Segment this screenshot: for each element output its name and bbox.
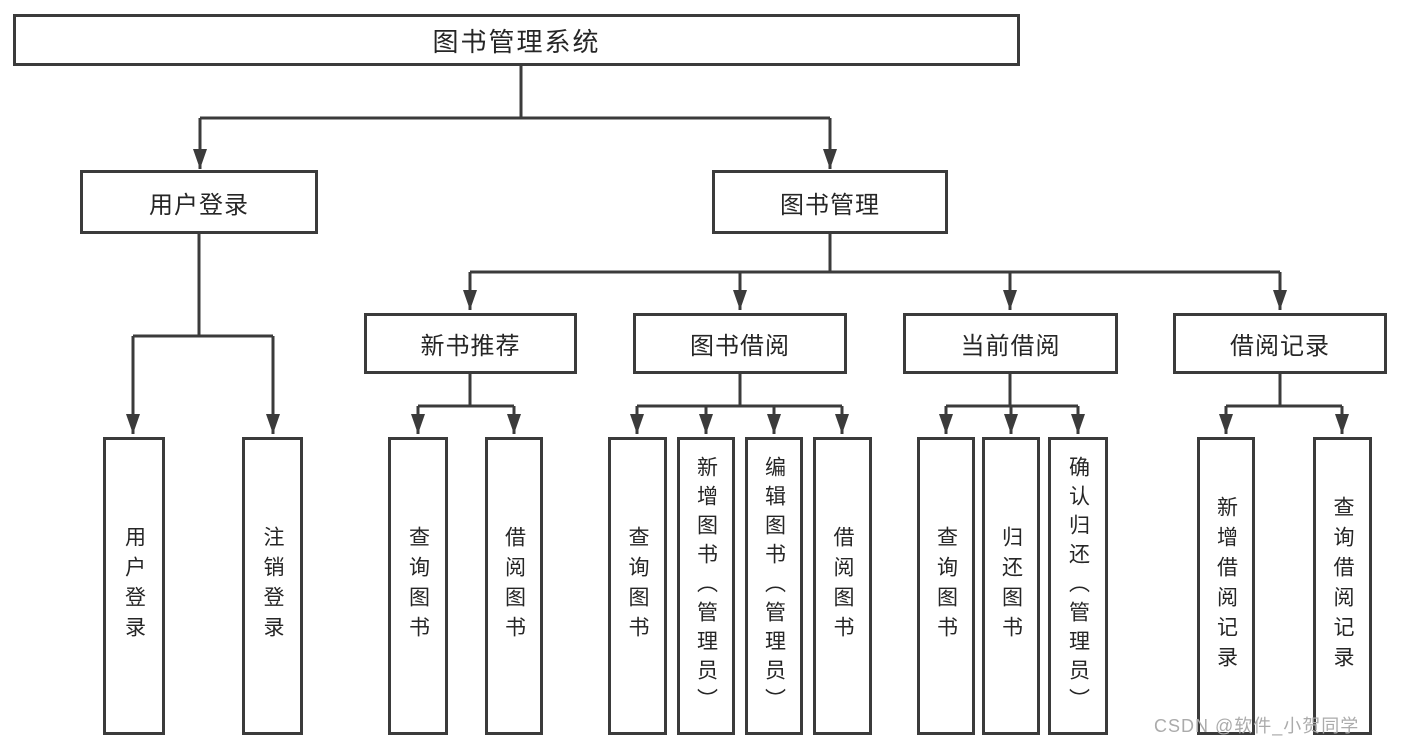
node-borrowing-records: 借阅记录 [1173,313,1387,374]
node-book-management-system: 图书管理系统 [13,14,1020,66]
leaf-add-borrow-record: 新增借阅记录 [1197,437,1255,735]
node-user-login: 用户登录 [80,170,318,234]
node-book-management: 图书管理 [712,170,948,234]
node-new-book-recommend: 新书推荐 [364,313,577,374]
leaf-user-login: 用户登录 [103,437,165,735]
leaf-return-books: 归还图书 [982,437,1040,735]
leaf-borrow-books-recommend: 借阅图书 [485,437,543,735]
leaf-add-books-admin: 新增图书（管理员） [677,437,735,735]
leaf-logout: 注销登录 [242,437,303,735]
node-book-borrowing: 图书借阅 [633,313,847,374]
watermark: CSDN @软件_小贺同学 [1154,716,1360,736]
leaf-borrow-books-borrowing: 借阅图书 [813,437,872,735]
leaf-query-books-recommend: 查询图书 [388,437,448,735]
node-current-borrowing: 当前借阅 [903,313,1118,374]
leaf-edit-books-admin: 编辑图书（管理员） [745,437,803,735]
leaf-query-borrow-record: 查询借阅记录 [1313,437,1372,735]
leaf-confirm-return-admin: 确认归还（管理员） [1048,437,1108,735]
leaf-query-books-borrowing: 查询图书 [608,437,667,735]
leaf-query-books-current: 查询图书 [917,437,975,735]
